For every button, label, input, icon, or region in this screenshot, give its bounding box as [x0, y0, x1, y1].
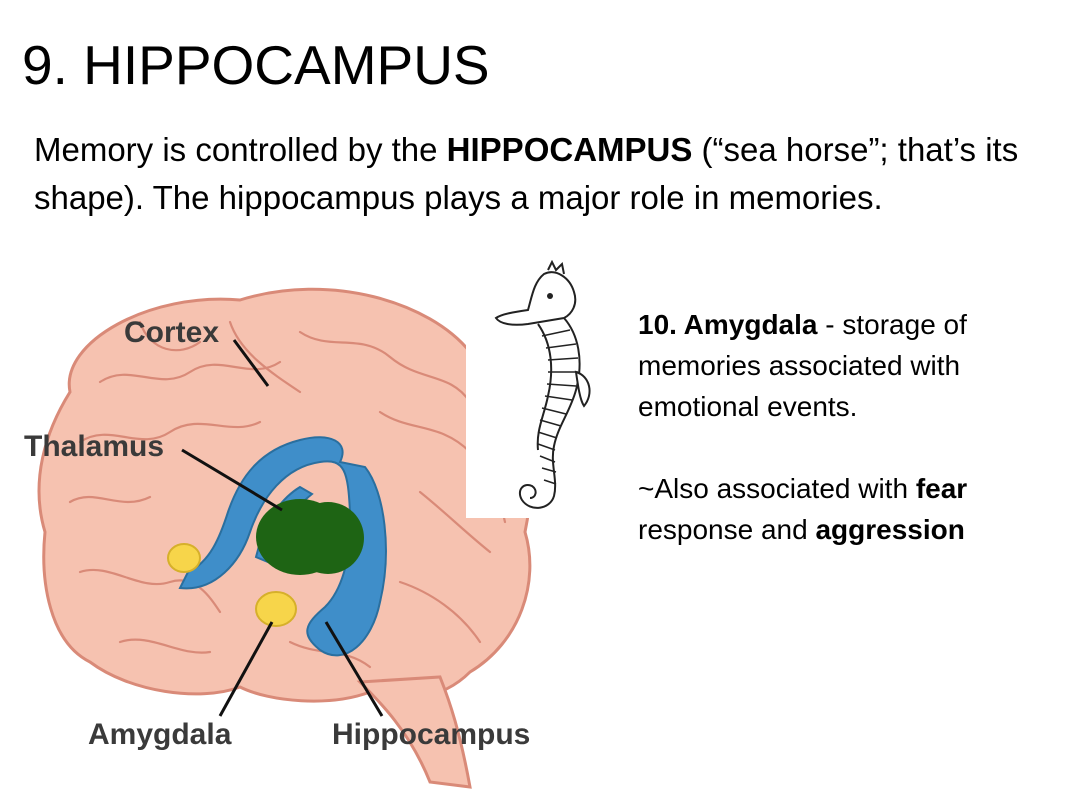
amygdala-shape [255, 591, 297, 627]
slide-title: 9. HIPPOCAMPUS [22, 34, 490, 96]
label-amygdala: Amygdala [88, 718, 232, 751]
label-hippocampus: Hippocampus [332, 718, 530, 751]
amygdala-note: 10. Amygdala - storage of memories assoc… [638, 304, 1058, 550]
amygdala-definition-text: - storage of memories associated with em… [638, 309, 967, 422]
cortex-folds [68, 320, 507, 669]
hippocampus-shape [178, 436, 387, 657]
cortex-shape [37, 287, 532, 703]
seahorse-rings [537, 329, 579, 485]
seahorse-drawing [494, 260, 591, 509]
leader-lines [181, 339, 384, 717]
amygdala-also-note: ~Also associated with fear response and … [638, 468, 1058, 550]
aggression-term: aggression [815, 514, 965, 545]
label-thalamus: Thalamus [24, 430, 164, 463]
intro-text-before: Memory is controlled by the [34, 131, 447, 168]
intro-term: HIPPOCAMPUS [446, 131, 693, 168]
also-prefix: ~Also associated with [638, 473, 916, 504]
label-cortex: Cortex [124, 316, 219, 349]
amygdala-heading: 10. Amygdala [638, 309, 818, 340]
seahorse-illustration [466, 260, 610, 518]
amygdala-shape-front [167, 543, 201, 573]
fear-term: fear [915, 473, 968, 504]
thalamus-shape-2 [292, 502, 364, 574]
also-mid: response and [638, 514, 816, 545]
intro-paragraph: Memory is controlled by the HIPPOCAMPUS … [34, 126, 1054, 222]
amygdala-definition: 10. Amygdala - storage of memories assoc… [638, 304, 1058, 427]
brainstem-shape [356, 675, 472, 789]
brain-diagram: Cortex Thalamus Amygdala Hippocampus [24, 287, 532, 789]
intro-text-after: (“sea horse”; that’s its shape). The hip… [34, 131, 1019, 216]
seahorse-eye [547, 293, 553, 299]
